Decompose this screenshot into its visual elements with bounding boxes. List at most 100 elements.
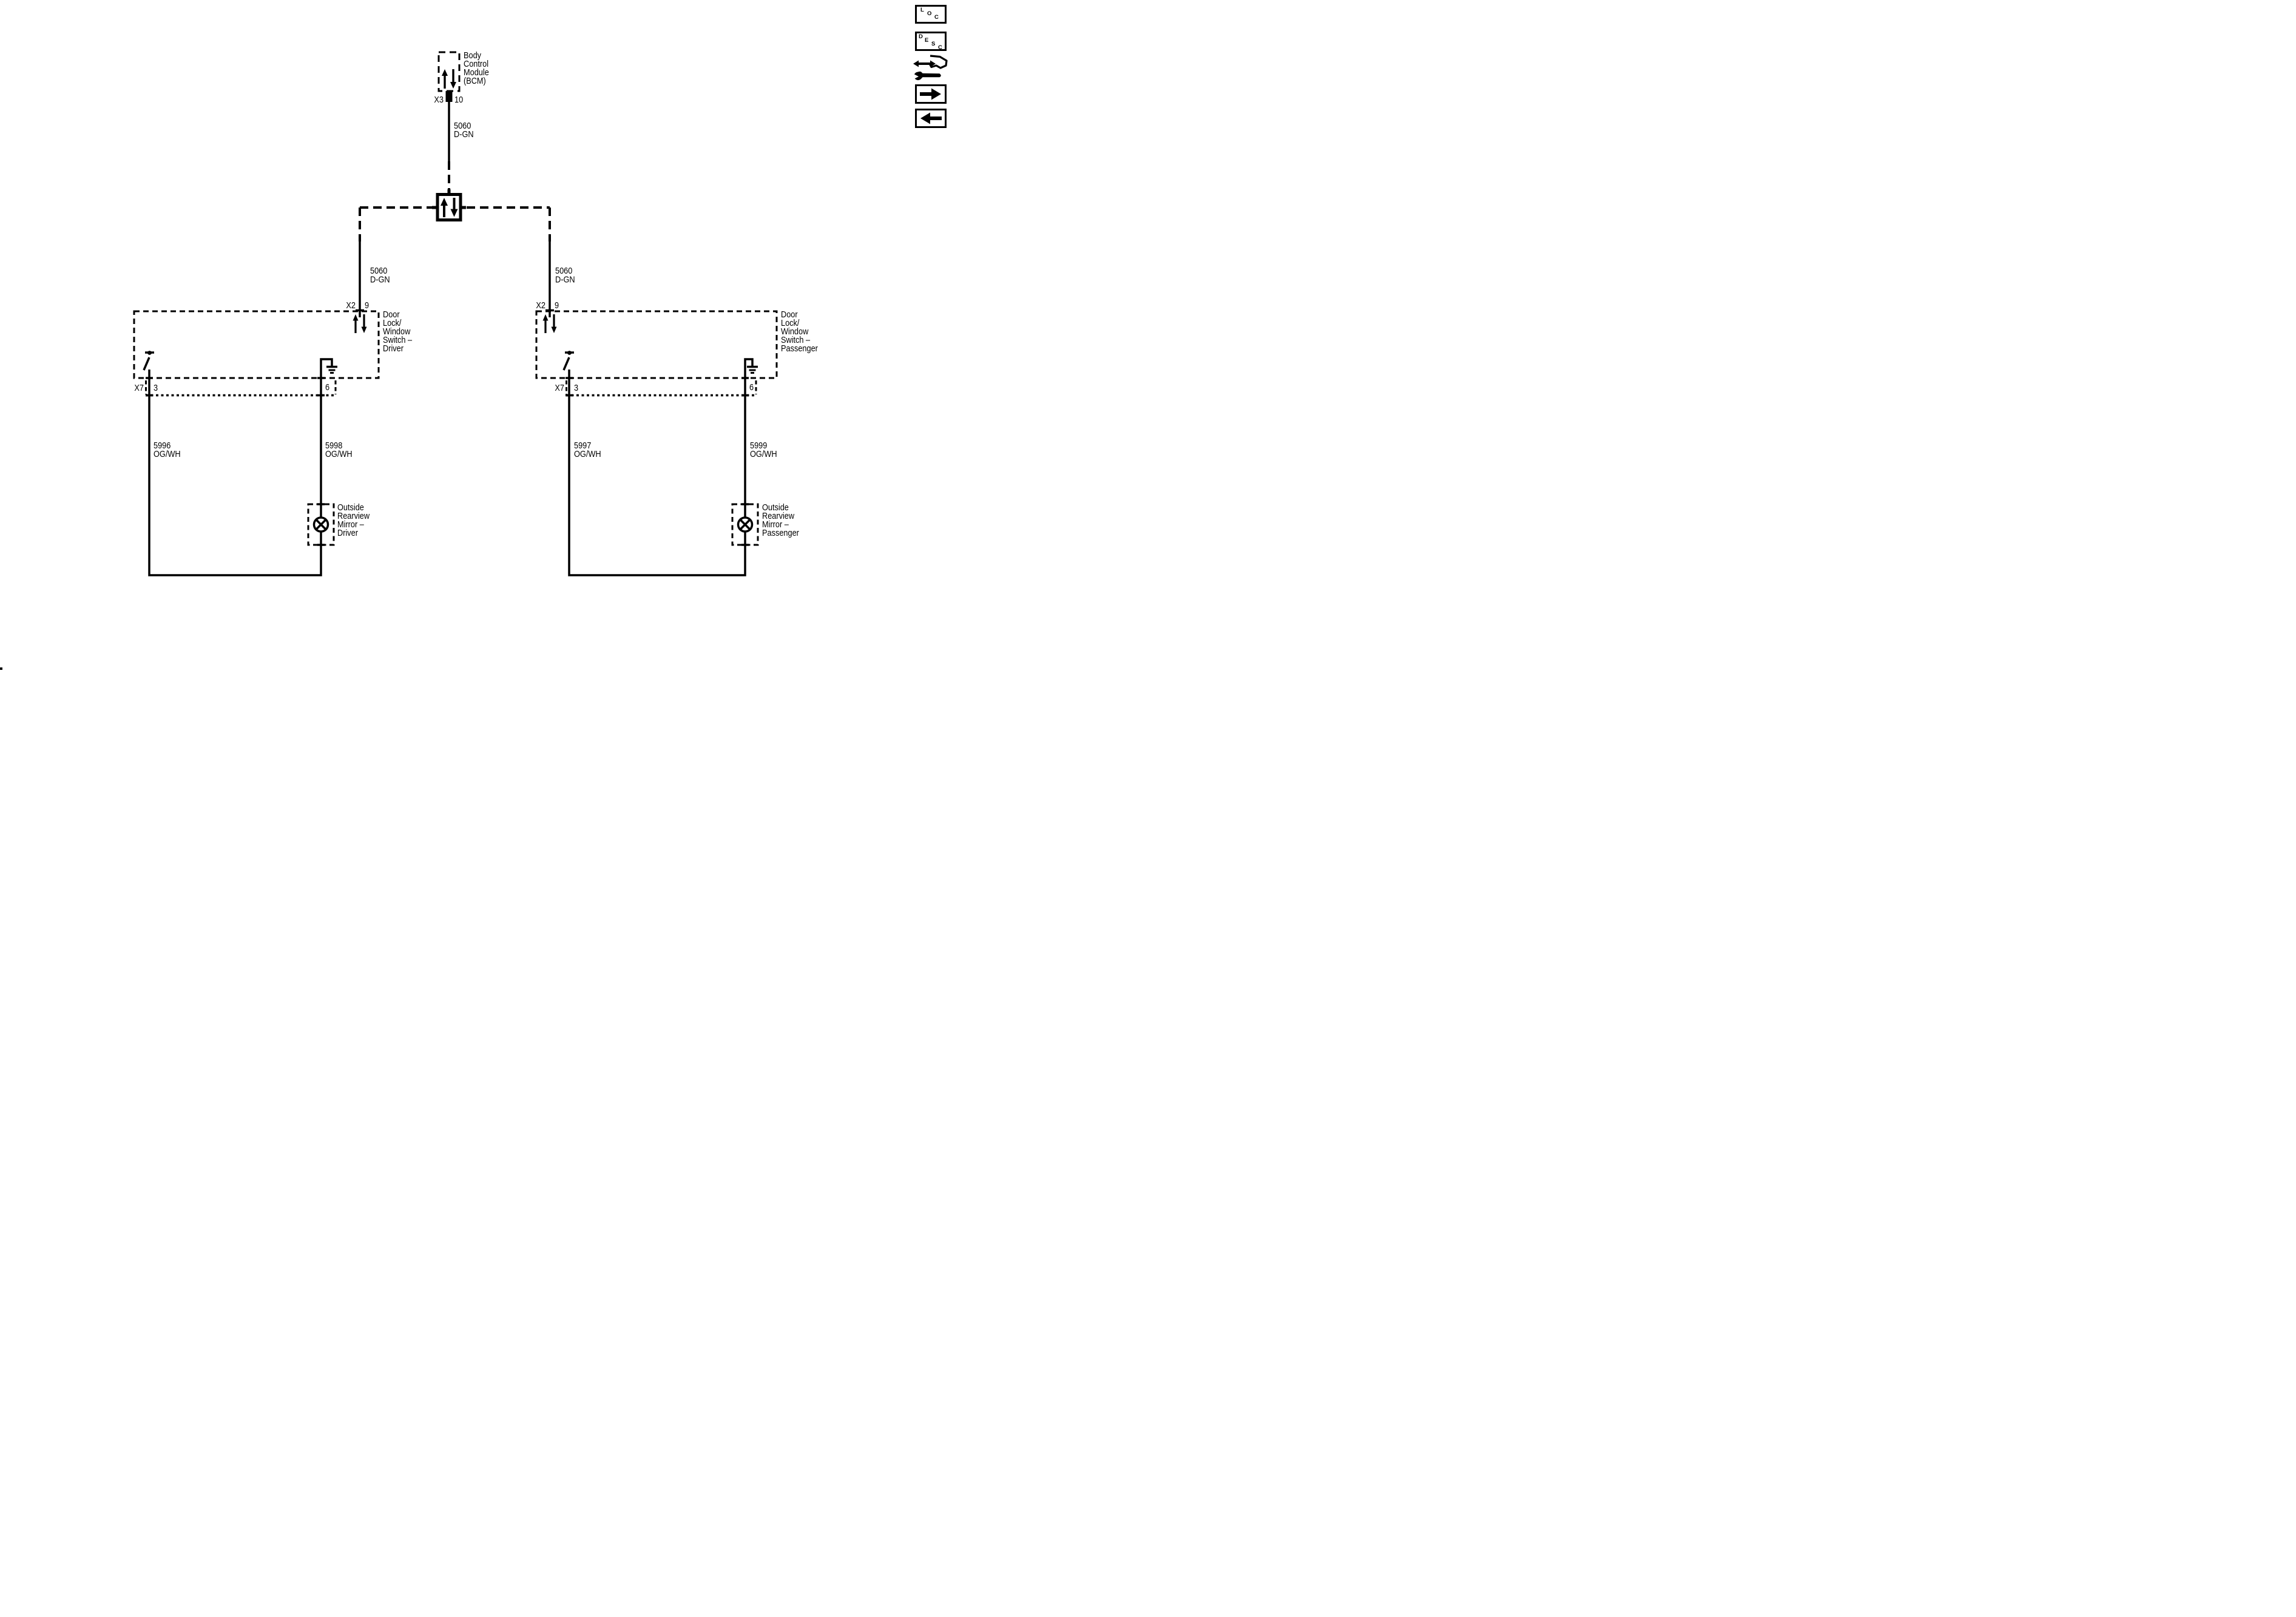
splice-block bbox=[432, 189, 466, 221]
mirror-label-line: Mirror – bbox=[337, 519, 364, 529]
switch-label-line: Lock/ bbox=[383, 317, 402, 328]
wire-5998: 5998 OG/WH bbox=[320, 378, 353, 545]
wire-circuit-label: 5996 bbox=[154, 440, 171, 450]
mirror-label-line: Outside bbox=[762, 502, 789, 512]
wire-color-label: D-GN bbox=[370, 274, 390, 284]
ground-icon bbox=[744, 358, 758, 378]
mirror-label-line: Rearview bbox=[337, 510, 370, 521]
double-arrow-icon bbox=[913, 60, 936, 67]
pin-label: 3 bbox=[154, 382, 158, 393]
right-arrow-icon bbox=[920, 88, 941, 100]
ground-icon bbox=[320, 358, 337, 378]
wire-color-label: D-GN bbox=[555, 274, 575, 284]
passenger-mirror: Outside Rearview Mirror – Passenger bbox=[731, 502, 799, 546]
up-arrow-icon bbox=[353, 314, 359, 333]
switch-label-line: Window bbox=[781, 326, 809, 336]
bcm-label-line: (BCM) bbox=[464, 75, 486, 86]
down-arrow-icon bbox=[450, 69, 456, 89]
desc-letter: D bbox=[919, 33, 923, 40]
bcm-pin-stub bbox=[445, 91, 453, 102]
mirror-label-line: Rearview bbox=[762, 510, 795, 521]
wire-5996: 5996 OG/WH bbox=[148, 370, 322, 576]
car-body-icon bbox=[928, 55, 948, 69]
mirror-label-line: Outside bbox=[337, 502, 364, 512]
pin-label: 3 bbox=[574, 382, 578, 393]
pin-label: 9 bbox=[555, 300, 559, 310]
forward-arrow-button[interactable] bbox=[915, 84, 947, 104]
lamp-icon bbox=[737, 516, 754, 533]
desc-button[interactable]: D E S C bbox=[915, 32, 947, 51]
pin-label: 9 bbox=[365, 300, 369, 310]
driver-switch-box bbox=[133, 310, 380, 379]
wire-color-label: D-GN bbox=[454, 129, 474, 139]
lamp-icon bbox=[312, 516, 329, 533]
left-arrow-icon bbox=[920, 112, 942, 124]
wire-5999: 5999 OG/WH bbox=[744, 378, 777, 545]
connector-label: X2 bbox=[536, 300, 545, 310]
passenger-switch-box bbox=[535, 310, 778, 379]
switch-label-line: Switch – bbox=[781, 334, 810, 345]
driver-mirror: Outside Rearview Mirror – Driver bbox=[307, 502, 370, 546]
switch-label-line: Lock/ bbox=[781, 317, 800, 328]
wire-circuit-label: 5998 bbox=[325, 440, 343, 450]
splice-box bbox=[436, 193, 462, 221]
splice-rail bbox=[359, 206, 551, 317]
loc-button[interactable]: L O C bbox=[915, 5, 947, 24]
loc-letter: O bbox=[927, 10, 932, 17]
wrench-icon bbox=[914, 71, 941, 81]
bcm-label-line: Body bbox=[464, 50, 481, 60]
wire-color-label: OG/WH bbox=[154, 448, 181, 459]
up-arrow-icon bbox=[442, 69, 448, 89]
down-arrow-icon bbox=[450, 198, 458, 217]
wiring-diagram-page: Body Control Module (BCM) X3 10 5060 D-G… bbox=[0, 0, 951, 670]
passenger-x7-connector: X7 3 6 bbox=[555, 377, 757, 397]
bcm-label-line: Control bbox=[464, 58, 488, 69]
wire-5060-trunk: 5060 D-GN bbox=[448, 102, 474, 192]
page-corner-mark bbox=[0, 667, 2, 670]
wire-color-label: OG/WH bbox=[325, 448, 353, 459]
bcm-box bbox=[437, 51, 461, 92]
repair-instructions-button[interactable] bbox=[912, 53, 950, 81]
wire-circuit-label: 5060 bbox=[555, 265, 573, 275]
up-arrow-icon bbox=[542, 314, 549, 333]
down-arrow-icon bbox=[361, 314, 367, 333]
desc-letter: S bbox=[931, 41, 936, 47]
up-arrow-icon bbox=[441, 198, 448, 217]
wire-color-label: OG/WH bbox=[574, 448, 601, 459]
connector-label: X7 bbox=[134, 382, 144, 393]
bcm-label-line: Module bbox=[464, 67, 489, 77]
bcm-module: Body Control Module (BCM) X3 10 bbox=[434, 50, 489, 104]
wire-circuit-label: 5997 bbox=[574, 440, 592, 450]
switch-label-line: Driver bbox=[383, 343, 403, 353]
connector-label: X2 bbox=[346, 300, 356, 310]
bcm-connector-label: X3 bbox=[434, 94, 444, 104]
switch-icon bbox=[562, 351, 574, 371]
switch-label-line: Passenger bbox=[781, 343, 818, 353]
loc-letter: C bbox=[934, 14, 939, 21]
wire-circuit-label: 5060 bbox=[454, 120, 471, 130]
desc-letter: C bbox=[938, 44, 942, 51]
pin-label: 6 bbox=[325, 382, 329, 392]
switch-label-line: Switch – bbox=[383, 334, 412, 345]
wire-circuit-label: 5060 bbox=[370, 265, 388, 275]
mirror-label-line: Mirror – bbox=[762, 519, 789, 529]
wire-circuit-label: 5999 bbox=[750, 440, 768, 450]
switch-label-line: Window bbox=[383, 326, 411, 336]
passenger-branch: 5060 D-GN X2 9 Door Lock/ Window Switch … bbox=[535, 265, 818, 576]
switch-label-line: Door bbox=[781, 309, 798, 319]
down-arrow-icon bbox=[551, 314, 557, 333]
bcm-pin-label: 10 bbox=[454, 94, 463, 104]
pin-label: 6 bbox=[749, 382, 754, 392]
connector-label: X7 bbox=[555, 382, 564, 393]
wire-color-label: OG/WH bbox=[750, 448, 777, 459]
mirror-label-line: Driver bbox=[337, 527, 358, 538]
switch-icon bbox=[143, 351, 154, 371]
driver-branch: 5060 D-GN X2 9 Door Lock/ Window Switch … bbox=[133, 265, 412, 576]
mirror-label-line: Passenger bbox=[762, 527, 799, 538]
loc-letter: L bbox=[920, 7, 924, 13]
desc-letter: E bbox=[925, 37, 929, 44]
wire-5997: 5997 OG/WH bbox=[568, 370, 746, 576]
switch-label-line: Door bbox=[383, 309, 400, 319]
back-arrow-button[interactable] bbox=[915, 109, 947, 128]
wiring-diagram: Body Control Module (BCM) X3 10 5060 D-G… bbox=[133, 50, 818, 576]
